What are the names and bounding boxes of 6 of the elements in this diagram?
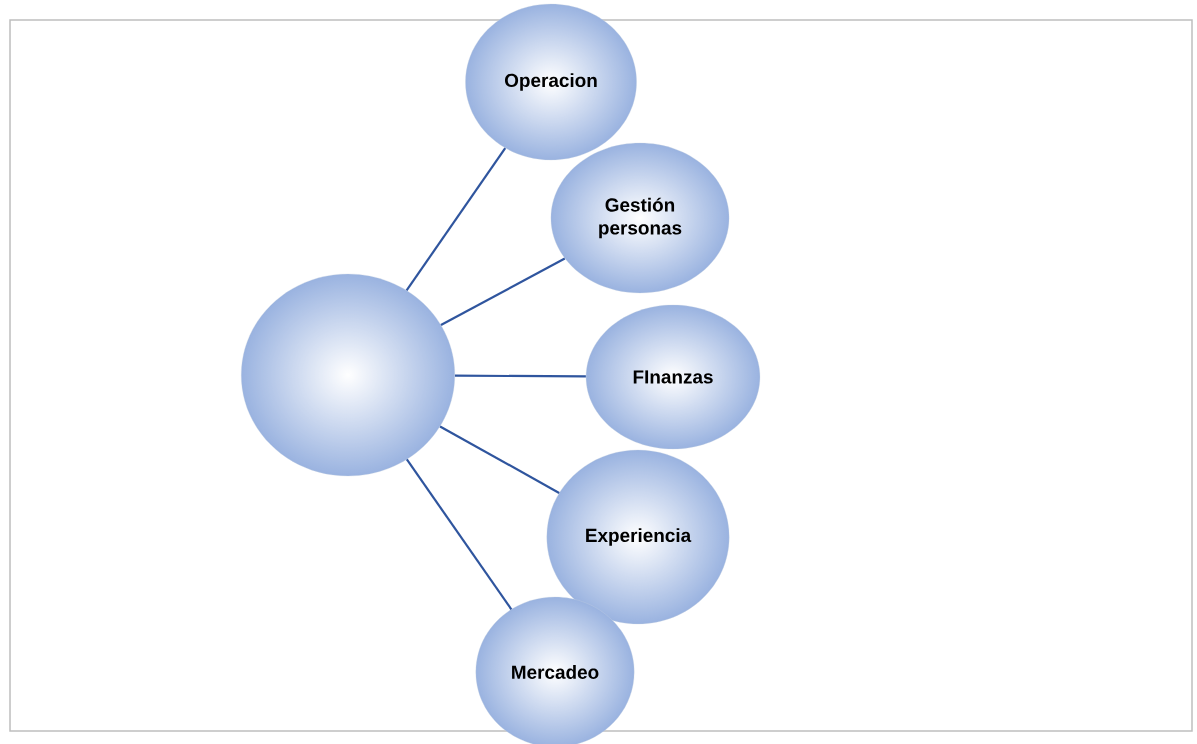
empty-circle	[241, 273, 455, 477]
connector-line	[440, 257, 566, 326]
connector-line	[454, 374, 586, 378]
connector-line	[405, 458, 513, 610]
connector-line	[405, 147, 507, 291]
connector-line	[439, 425, 560, 494]
